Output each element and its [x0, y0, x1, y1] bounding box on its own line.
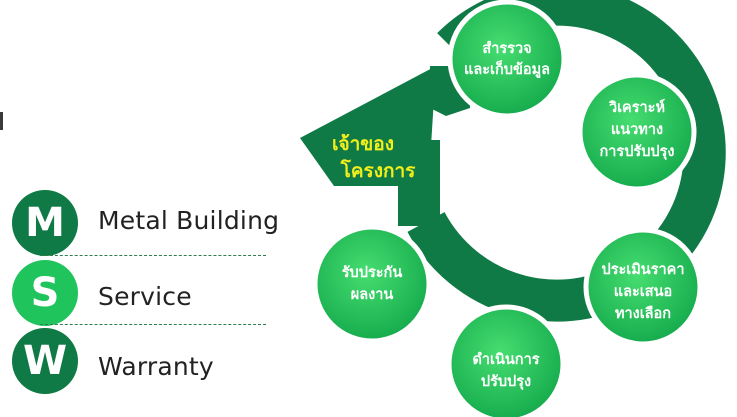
step-estimate-node: ประเมินราคา และเสนอ ทางเลือก	[583, 227, 703, 347]
step-estimate-line1: ประเมินราคา	[602, 261, 685, 278]
step-implement-line2: ปรับปรุง	[481, 374, 531, 390]
step-analyze-node: วิเคราะห์ แนวทาง การปรับปรุง	[577, 72, 697, 192]
legend-label-warranty: Warranty	[98, 352, 214, 381]
legend-item-warranty: W Warranty	[0, 328, 280, 398]
msw-legend: M Metal Building S Service W Warranty	[0, 0, 280, 417]
owner-label-line1: เจ้าของ	[332, 133, 394, 155]
legend-item-metal-building: M Metal Building	[0, 190, 280, 260]
step-survey-line1: สำรรวจ	[482, 40, 531, 57]
step-estimate-line2: และเสนอ	[614, 284, 672, 300]
legend-divider	[40, 324, 266, 325]
letter-m-badge: M	[12, 190, 78, 256]
legend-item-service: S Service	[0, 260, 280, 330]
legend-label-service: Service	[98, 282, 192, 311]
step-warranty-line2: ผลงาน	[351, 287, 394, 303]
edge-mark	[0, 112, 3, 130]
step-warranty-node: รับประกัน ผลงาน	[312, 224, 432, 344]
step-implement-line1: ดำเนินการ	[472, 351, 539, 368]
step-analyze-line1: วิเคราะห์	[608, 98, 665, 116]
cycle-arrowhead	[300, 66, 436, 226]
step-estimate-line3: ทางเลือก	[615, 305, 671, 322]
step-survey-node: สำรรวจ และเก็บข้อมูล	[447, 0, 567, 119]
cycle-ring	[407, 0, 726, 322]
step-analyze-line2: แนวทาง	[611, 122, 663, 138]
owner-label-line2: โครงการ	[340, 159, 417, 182]
letter-s-badge: S	[12, 260, 78, 326]
letter-w-badge: W	[12, 328, 78, 394]
legend-divider	[40, 255, 266, 256]
legend-label-metal-building: Metal Building	[98, 206, 280, 235]
step-implement-node: ดำเนินการ ปรับปรุง	[446, 304, 566, 417]
step-analyze-line3: การปรับปรุง	[600, 144, 675, 160]
step-warranty-line1: รับประกัน	[342, 265, 403, 281]
step-survey-line2: และเก็บข้อมูล	[464, 59, 550, 78]
